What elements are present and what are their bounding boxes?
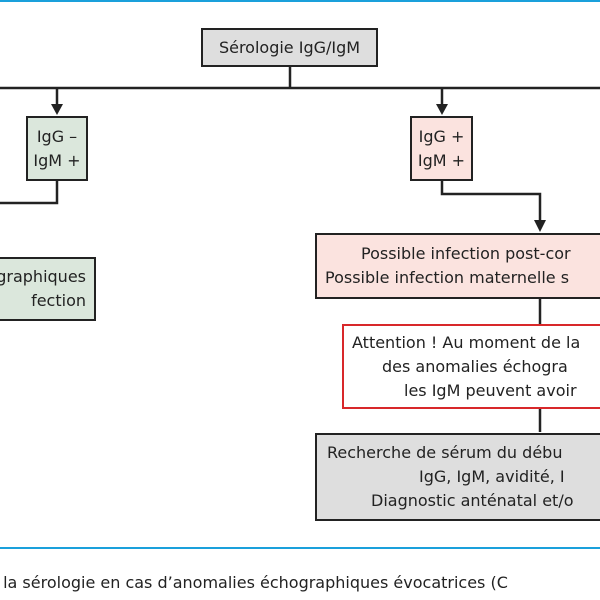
recherche-line3: Diagnostic anténatal et/o [371,491,574,510]
attention-line3: les IgM peuvent avoir [404,380,577,400]
right-branch-box: IgG + IgM + [410,116,473,181]
possible-line1: Possible infection post-cor [361,244,571,263]
left-result-line2: fection [31,291,86,310]
arrowhead-possible-box [534,220,546,232]
left-result-box: graphiques fection [0,257,96,321]
attention-line2: des anomalies échogra [382,356,568,376]
figure-caption: de la sérologie en cas d’anomalies échog… [0,573,508,592]
right-branch-line2: IgM + [417,150,466,170]
recherche-box: Recherche de sérum du débu IgG, IgM, avi… [315,433,600,521]
attention-line1: Attention ! Au moment de la [352,332,581,352]
serologie-box: Sérologie IgG/IgM [201,28,378,67]
left-branch-box: IgG – IgM + [26,116,88,181]
connector-right-branch-out [440,180,542,222]
left-result-line1: graphiques [0,267,86,286]
arrowhead-left-branch [51,104,63,115]
left-branch-line2: IgM + [33,150,81,170]
top-rule [0,0,600,2]
recherche-line1: Recherche de sérum du débu [327,443,563,462]
possible-infection-box: Possible infection post-cor Possible inf… [315,233,600,299]
right-branch-line1: IgG + [418,126,465,146]
bottom-rule [0,547,600,549]
recherche-line2: IgG, IgM, avidité, I [419,467,565,486]
left-branch-line1: IgG – [36,126,78,146]
connector-left-branch-out [0,180,59,205]
possible-line2: Possible infection maternelle s [325,268,570,287]
attention-box: Attention ! Au moment de la des anomalie… [342,324,600,409]
arrowhead-right-branch [436,104,448,115]
serologie-label: Sérologie IgG/IgM [218,37,361,57]
